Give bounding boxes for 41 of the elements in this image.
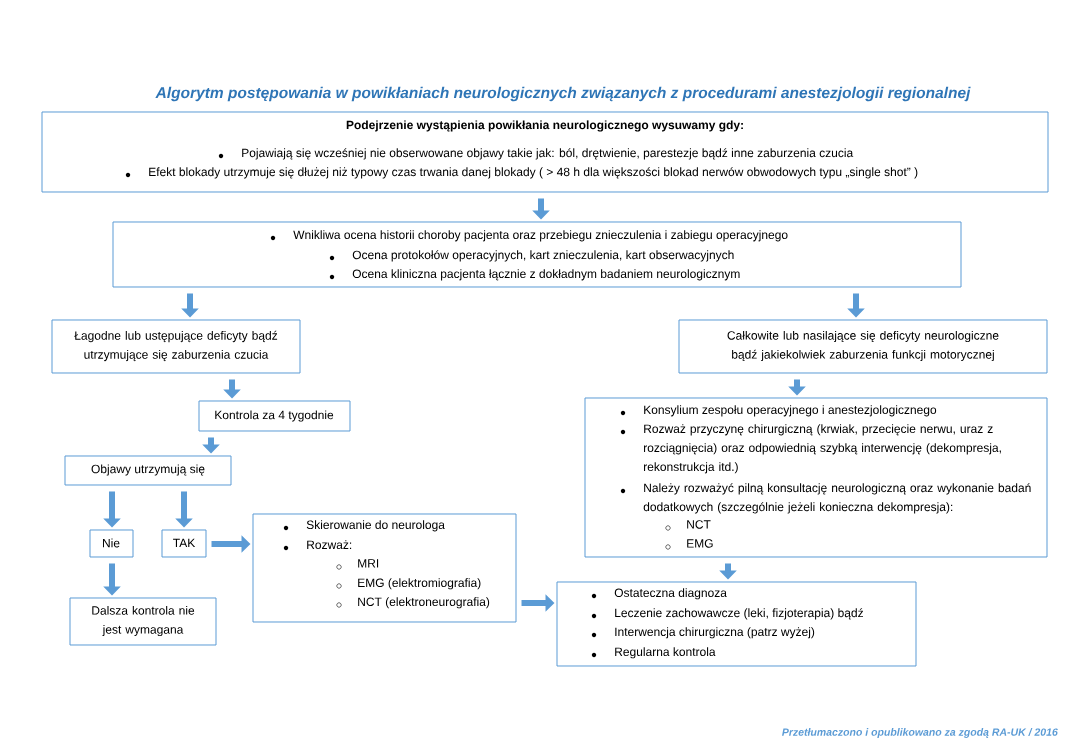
footer-note: Przetłumaczono i opublikowano za zgodą RA-UK / 2016 <box>782 728 1058 738</box>
bullet-text: Wnikliwa ocena historii choroby pacjenta oraz przebiegu znieczulenia i zabiegu operacyjnego <box>293 230 788 242</box>
box-heading: Podejrzenie wystąpienia powikłania neurologicznego wysuwamy gdy: <box>346 120 743 132</box>
process-box <box>64 455 232 486</box>
bullet-text: Regularna kontrola <box>615 647 716 659</box>
bullet-text: MRI <box>358 559 379 568</box>
process-box <box>69 597 217 646</box>
process-box <box>556 581 917 667</box>
process-box <box>252 513 517 623</box>
bullet-text: Rozważ: <box>307 540 352 549</box>
bullet-text: NCT <box>687 520 711 529</box>
process-box <box>161 529 207 558</box>
box-text: Kontrola za 4 tygodnie <box>215 410 334 422</box>
bullet-text: EMG <box>687 539 713 548</box>
bullet-text: Należy rozważyć pilną konsultację neurologiczną oraz wykonanie badań dodatkowych (szczególnie jeżeli konieczna dekompresja): <box>643 483 1031 514</box>
process-box <box>198 400 351 432</box>
box-text: Całkowite lub nasilające się deficyty neurologiczne bądź jakiekolwiek zaburzenia funkcji motorycznej <box>727 330 999 362</box>
process-box <box>41 111 1049 193</box>
bullet-text: Skierowanie do neurologa <box>306 520 445 532</box>
process-box <box>112 221 962 288</box>
bullet-text: Konsylium zespołu operacyjnego i anestezjologicznego <box>644 405 937 417</box>
bullet-text: Efekt blokady utrzymuje się dłużej niż typowy czas trwania danej blokady ( > 48 h dla większości blokad nerwów obwodowych typu „single shot” ) <box>149 167 918 179</box>
bullet-text: Leczenie zachowawcze (leki, fizjoterapia) bądź <box>615 608 863 620</box>
title: Algorytm postępowania w powikłaniach neurologicznych związanych z procedurami anestezjologii regionalnej <box>155 86 971 102</box>
box-text: Nie <box>103 538 120 548</box>
bullet-text: Pojawiają się wcześniej nie obserwowane objawy takie jak: ból, drętwienie, parestezje bądź inne zaburzenia czucia <box>242 148 854 160</box>
bullet-text: Ocena kliniczna pacjenta łącznie z dokładnym badaniem neurologicznym <box>352 269 740 281</box>
box-text: TAK <box>173 538 196 548</box>
bullet-text: NCT (elektroneurografia) <box>358 597 490 609</box>
bullet-text: Rozważ przyczynę chirurgiczną (krwiak, przecięcie nerwu, uraz z rozciągnięcia) oraz odpowiednią szybką interwencję (dekompresja, rekonstrukcja itd.) <box>644 424 1001 474</box>
process-box <box>89 529 134 558</box>
bullet-text: Interwencja chirurgiczna (patrz wyżej) <box>615 627 815 639</box>
bullet-text: Ostateczna diagnoza <box>614 588 727 600</box>
bullet-text: Ocena protokołów operacyjnych, kart znieczulenia, kart obserwacyjnych <box>352 250 734 262</box>
box-text: Łagodne lub ustępujące deficyty bądź utrzymujące się zaburzenia czucia <box>74 330 278 362</box>
box-text: Objawy utrzymują się <box>91 464 205 476</box>
process-box <box>51 319 301 374</box>
box-text: Dalsza kontrola nie jest wymagana <box>92 605 195 637</box>
process-box <box>678 319 1048 374</box>
process-box <box>584 397 1048 558</box>
bullet-text: EMG (elektromiografia) <box>358 578 481 590</box>
